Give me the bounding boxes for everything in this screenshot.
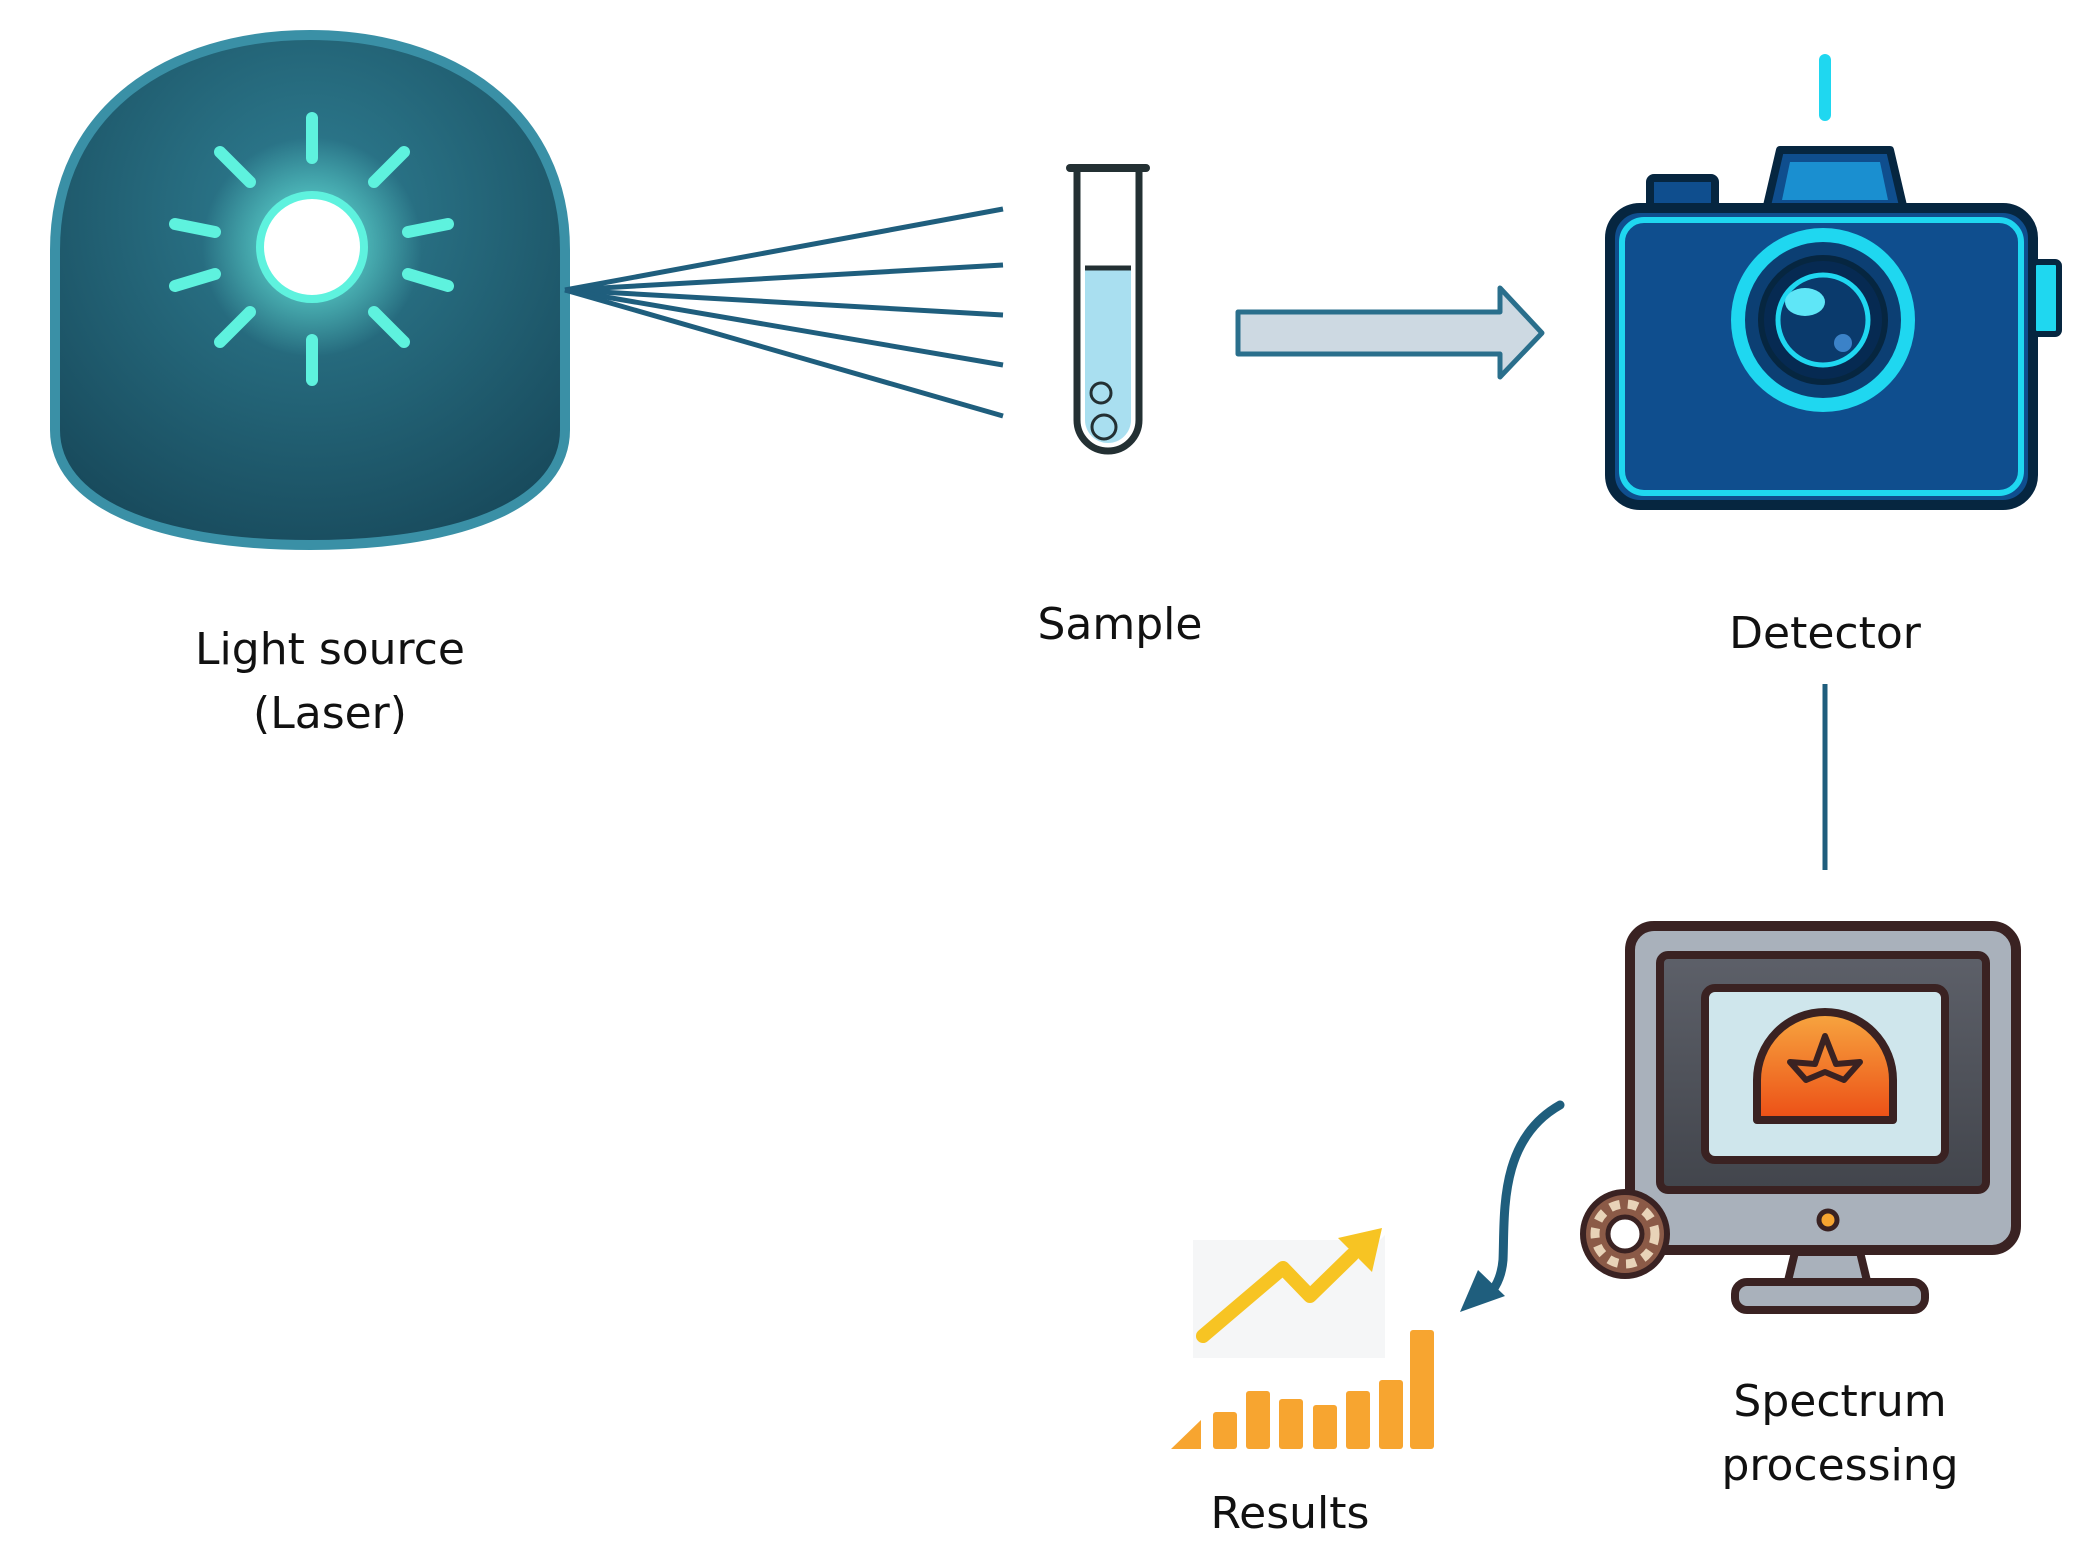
detector-label: Detector [1729, 608, 1921, 659]
light-source-label-line2: (Laser) [253, 688, 407, 739]
spectrum-processing-label: Spectrum processing [1680, 1370, 2000, 1498]
test-tube-icon [1066, 164, 1150, 455]
spectrum-processing-label-line1: Spectrum [1733, 1376, 1947, 1427]
spectrum-processing-label-line2: processing [1721, 1440, 1959, 1491]
gear-icon [1580, 1189, 1670, 1279]
laser-beams [564, 206, 1004, 419]
chart-icon [1171, 1228, 1434, 1449]
sample-label: Sample [1037, 599, 1203, 650]
gauge-icon [1753, 1008, 1897, 1124]
light-source-label: Light source (Laser) [140, 618, 520, 746]
camera-icon [1605, 54, 2062, 510]
flow-arrow-processing-to-results [1460, 1100, 1565, 1312]
laser-sun-icon [169, 112, 454, 386]
flow-arrow-sample-to-detector [1235, 285, 1545, 380]
results-label: Results [1210, 1488, 1370, 1539]
light-source-laser [50, 29, 570, 551]
light-source-label-line1: Light source [195, 624, 465, 675]
